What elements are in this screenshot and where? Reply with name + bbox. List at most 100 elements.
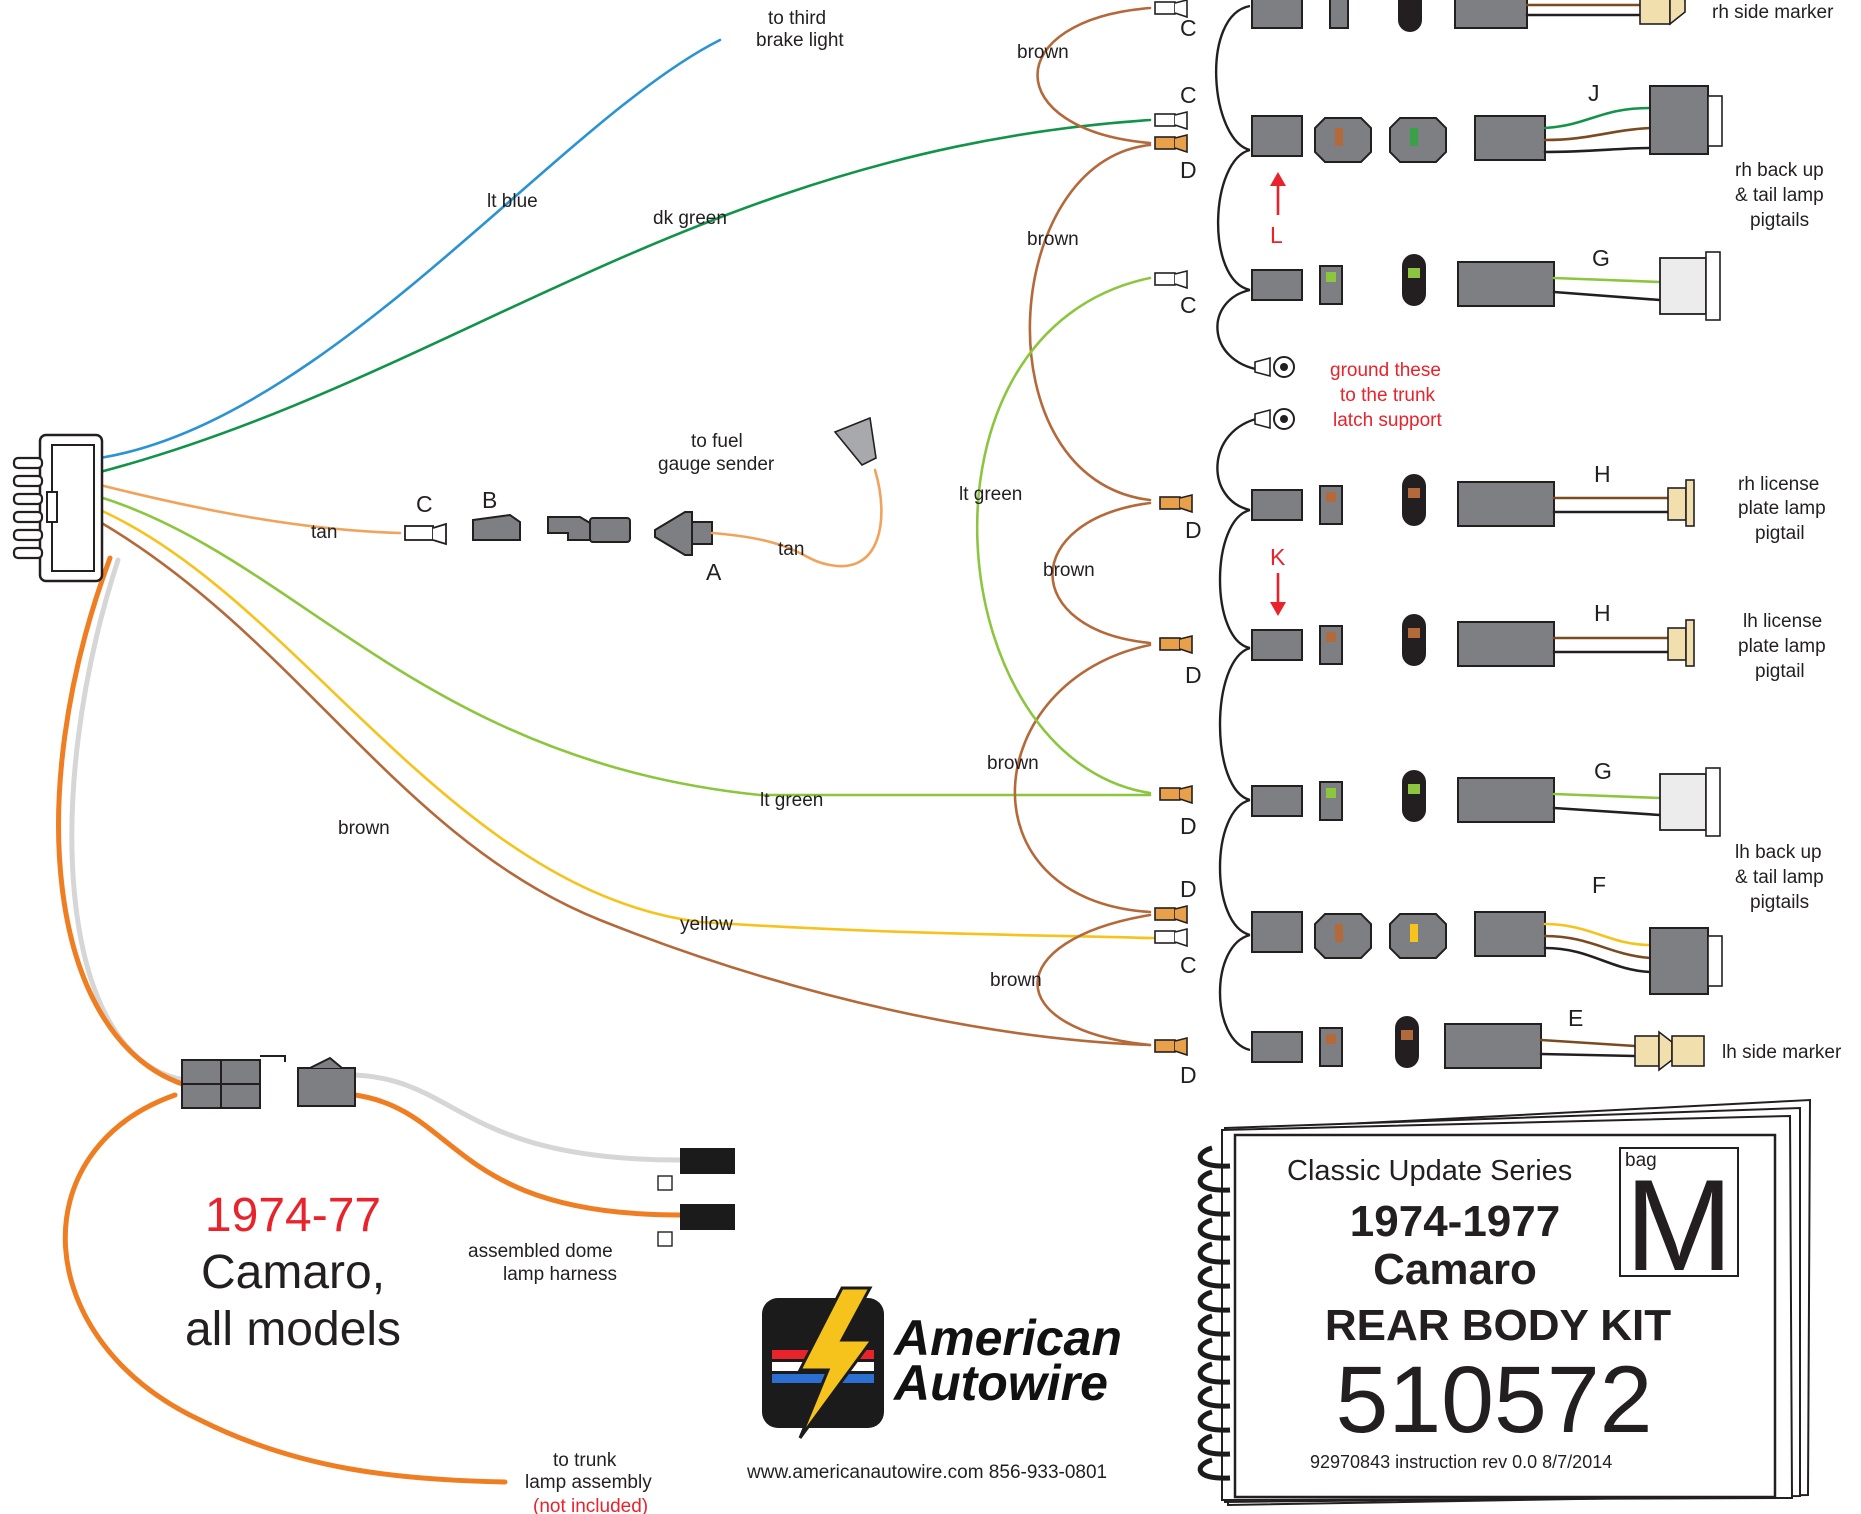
letter-d-2: D xyxy=(1185,517,1202,543)
terminal-d-2 xyxy=(1159,493,1193,514)
label-tan-left: tan xyxy=(311,522,337,543)
brand-name-line2: Autowire xyxy=(892,1355,1108,1411)
brown-jumper-2 xyxy=(1028,143,1152,502)
letter-f: F xyxy=(1592,872,1606,898)
connector-a-fuel xyxy=(654,511,713,556)
row-e-lh-side-marker xyxy=(1251,1016,1705,1072)
third-brake-line2: brake light xyxy=(756,30,844,51)
row-h-lh-license xyxy=(1251,614,1695,667)
fuel-connector-body xyxy=(547,516,631,543)
booklet-series: Classic Update Series xyxy=(1287,1155,1572,1187)
wire-brown-main xyxy=(98,520,1152,1047)
brown-jumper-3 xyxy=(1051,501,1152,645)
rh-lic-line2: plate lamp xyxy=(1738,498,1826,519)
trunk-line2: lamp assembly xyxy=(525,1472,652,1493)
wire-orange-trunk xyxy=(56,555,683,1485)
letter-d-6: D xyxy=(1180,1062,1197,1088)
terminal-c-2 xyxy=(1154,110,1188,131)
terminal-d-6 xyxy=(1154,1036,1188,1057)
letter-d-1: D xyxy=(1180,157,1197,183)
booklet-bag-label: bag xyxy=(1625,1150,1657,1171)
third-brake-line1: to third xyxy=(768,8,826,29)
arrow-l xyxy=(1270,172,1286,215)
rh-back-line2: & tail lamp xyxy=(1735,185,1824,206)
terminal-c-4 xyxy=(1154,927,1188,948)
terminal-c-fuel xyxy=(404,522,447,546)
lh-lic-line1: lh license xyxy=(1743,611,1822,632)
fuel-sender-plug xyxy=(833,416,877,467)
booklet-years: 1974-1977 xyxy=(1350,1197,1560,1246)
dome-line2: lamp harness xyxy=(503,1264,617,1285)
title-years: 1974-77 xyxy=(205,1189,381,1242)
row-rh-side-marker xyxy=(1251,0,1686,32)
booklet-spiral xyxy=(1197,1145,1231,1481)
letter-h-1: H xyxy=(1594,461,1611,487)
letter-j: J xyxy=(1588,80,1600,106)
terminal-c-top xyxy=(1154,0,1188,19)
terminal-group xyxy=(1154,0,1193,1057)
fuel-line1: to fuel xyxy=(691,431,743,452)
dome-line1: assembled dome xyxy=(468,1241,613,1262)
lh-back-line3: pigtails xyxy=(1750,892,1809,913)
brown-jumper-1 xyxy=(1036,6,1152,145)
letter-d-4: D xyxy=(1180,813,1197,839)
letter-g-2: G xyxy=(1594,758,1612,784)
terminal-c-3 xyxy=(1154,269,1188,290)
letter-d-5: D xyxy=(1180,876,1197,902)
title-model: Camaro, xyxy=(201,1246,385,1299)
label-brown-4: brown xyxy=(987,753,1039,774)
instruction-booklet xyxy=(1197,1098,1812,1507)
booklet-instruction: 92970843 instruction rev 0.0 8/7/2014 xyxy=(1310,1452,1612,1472)
lh-lic-line2: plate lamp xyxy=(1738,636,1826,657)
label-lt-green-top: lt green xyxy=(959,484,1022,505)
label-lt-blue: lt blue xyxy=(487,191,538,212)
lh-lic-line3: pigtail xyxy=(1755,661,1805,682)
rh-lic-line1: rh license xyxy=(1738,474,1819,495)
fuel-sender-chain xyxy=(404,416,883,568)
tan-to-sender xyxy=(710,468,883,568)
rh-back-line3: pigtails xyxy=(1750,210,1809,231)
ground-note-line3: latch support xyxy=(1333,410,1443,431)
letter-g-1: G xyxy=(1592,245,1610,271)
label-brown-main: brown xyxy=(338,818,390,839)
label-yellow: yellow xyxy=(680,914,733,935)
brand-logo xyxy=(762,1286,884,1439)
label-brown-5: brown xyxy=(990,970,1042,991)
letter-d-3: D xyxy=(1185,662,1202,688)
label-lt-green-mid: lt green xyxy=(760,790,823,811)
lh-back-line1: lh back up xyxy=(1735,842,1822,863)
wire-lt-green xyxy=(98,495,1152,797)
wire-dk-green xyxy=(98,118,1152,474)
label-tan-right: tan xyxy=(778,539,804,560)
letter-fuel-b: B xyxy=(482,487,497,513)
letter-c-2: C xyxy=(1180,82,1197,108)
wire-tan-fuel xyxy=(98,483,402,535)
brown-jumper-4 xyxy=(1013,643,1152,914)
trunk-line3: (not included) xyxy=(533,1496,648,1514)
wire-gray-dome xyxy=(69,557,683,1163)
row-j-rh-back-up xyxy=(1251,85,1723,163)
brand-contact: www.americanautowire.com 856-933-0801 xyxy=(746,1462,1107,1483)
letter-k: K xyxy=(1270,544,1286,570)
letter-c-4: C xyxy=(1180,952,1197,978)
letter-fuel-a: A xyxy=(706,559,722,585)
letter-h-2: H xyxy=(1594,600,1611,626)
title-scope: all models xyxy=(185,1303,401,1356)
wire-lt-blue xyxy=(98,38,722,460)
wire-yellow xyxy=(98,508,1152,940)
ring-terminal-lower xyxy=(1254,408,1295,430)
bag-box xyxy=(1619,1147,1739,1277)
main-harness-connector xyxy=(12,433,104,583)
row-g-upper xyxy=(1251,251,1721,321)
rh-side-marker-label: rh side marker xyxy=(1712,2,1834,23)
rh-back-line1: rh back up xyxy=(1735,160,1824,181)
arrow-k xyxy=(1270,573,1286,616)
fuel-line2: gauge sender xyxy=(658,454,775,475)
row-g-lower xyxy=(1251,767,1721,837)
terminal-d-4 xyxy=(1159,784,1193,805)
dome-harness-connectors xyxy=(181,1055,735,1247)
lh-back-line2: & tail lamp xyxy=(1735,867,1824,888)
booklet-kit: REAR BODY KIT xyxy=(1325,1301,1671,1350)
booklet-part-number: 510572 xyxy=(1335,1347,1652,1453)
